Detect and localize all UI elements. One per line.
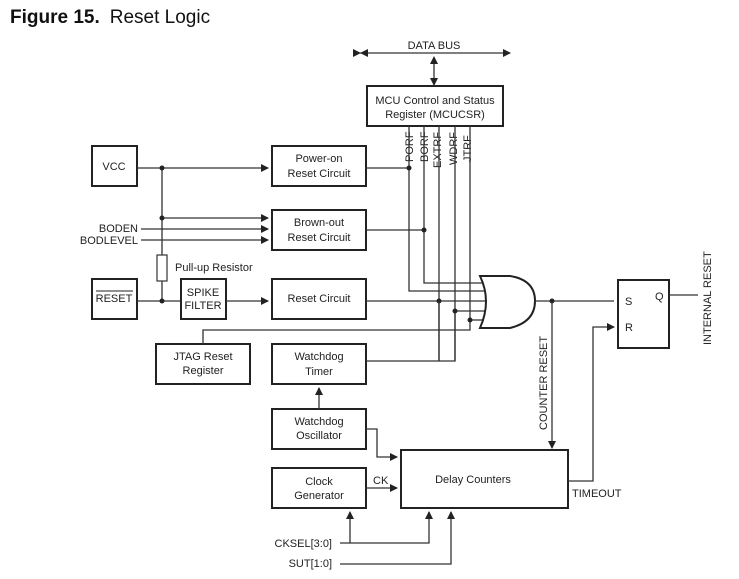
watchdog-oscillator-block: Watchdog Oscillator bbox=[271, 408, 367, 450]
counter-reset-label: COUNTER RESET bbox=[538, 336, 550, 430]
mcucsr-line1: MCU Control and Status bbox=[375, 95, 495, 107]
data-bus: DATA BUS bbox=[353, 40, 511, 86]
flag-porf: PORF bbox=[404, 131, 416, 162]
spike-filter-line2: FILTER bbox=[184, 300, 221, 312]
figure-number: Figure 15. bbox=[10, 7, 100, 28]
figure-name: Reset Logic bbox=[109, 7, 211, 28]
mcucsr-block: MCU Control and Status Register (MCUCSR) bbox=[366, 85, 504, 127]
spike-filter-block: SPIKE FILTER bbox=[180, 278, 227, 320]
vcc-label: VCC bbox=[102, 161, 125, 173]
timeout-label: TIMEOUT bbox=[572, 488, 622, 500]
bodlevel-label: BODLEVEL bbox=[80, 235, 138, 247]
ff-s-label: S bbox=[625, 296, 632, 308]
flag-wdrf: WDRF bbox=[448, 132, 460, 165]
jtag-line1: JTAG Reset bbox=[173, 351, 232, 363]
watchdog-timer-block: Watchdog Timer bbox=[271, 343, 367, 385]
brown-out-reset-block: Brown-out Reset Circuit bbox=[271, 209, 367, 251]
reset-pin-label: RESET bbox=[96, 293, 133, 305]
power-on-line2: Reset Circuit bbox=[288, 168, 351, 180]
reset-circuit-label: Reset Circuit bbox=[288, 293, 351, 305]
brown-out-line2: Reset Circuit bbox=[288, 232, 351, 244]
jtag-reset-register-block: JTAG Reset Register bbox=[155, 343, 251, 385]
clock-gen-line2: Generator bbox=[294, 490, 344, 502]
mcucsr-flags: PORF BORF EXTRF WDRF JTRF bbox=[404, 131, 474, 168]
clock-gen-line1: Clock bbox=[305, 476, 333, 488]
delay-counters-block: Delay Counters bbox=[400, 449, 569, 509]
power-on-reset-block: Power-on Reset Circuit bbox=[271, 145, 367, 187]
wdt-osc-line1: Watchdog bbox=[294, 416, 343, 428]
flag-borf: BORF bbox=[419, 131, 431, 162]
data-bus-label: DATA BUS bbox=[408, 40, 461, 52]
jtag-line2: Register bbox=[183, 365, 224, 377]
mcucsr-line2: Register (MCUCSR) bbox=[385, 109, 485, 121]
boden-label: BODEN bbox=[99, 223, 138, 235]
pull-up-resistor: Pull-up Resistor bbox=[156, 254, 253, 301]
pull-up-label: Pull-up Resistor bbox=[175, 262, 253, 274]
flag-extrf: EXTRF bbox=[432, 132, 444, 168]
delay-counters-label: Delay Counters bbox=[435, 474, 511, 486]
figure-title: Figure 15. Reset Logic bbox=[10, 7, 210, 29]
spike-filter-line1: SPIKE bbox=[187, 287, 219, 299]
wdt-line1: Watchdog bbox=[294, 351, 343, 363]
wdt-osc-line2: Oscillator bbox=[296, 430, 342, 442]
ff-r-label: R bbox=[625, 322, 633, 334]
internal-reset-label: INTERNAL RESET bbox=[702, 251, 714, 345]
reset-circuit-block: Reset Circuit bbox=[271, 278, 367, 320]
ff-q-label: Q bbox=[655, 291, 664, 303]
sr-flip-flop: S R Q bbox=[617, 279, 670, 349]
brown-out-line1: Brown-out bbox=[294, 217, 344, 229]
vcc-block: VCC bbox=[91, 145, 138, 187]
power-on-line1: Power-on bbox=[295, 153, 342, 165]
sut-label: SUT[1:0] bbox=[289, 558, 332, 570]
flag-jtrf: JTRF bbox=[462, 135, 474, 162]
ck-label: CK bbox=[373, 475, 389, 487]
wdt-line2: Timer bbox=[305, 366, 333, 378]
clock-generator-block: Clock Generator bbox=[271, 467, 367, 509]
reset-pin-block: RESET bbox=[91, 278, 138, 320]
cksel-label: CKSEL[3:0] bbox=[275, 538, 332, 550]
or-gate bbox=[478, 275, 537, 329]
